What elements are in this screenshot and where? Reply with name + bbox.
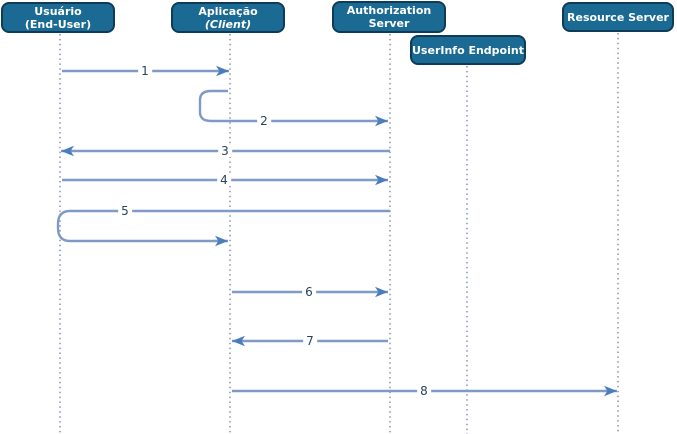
message-label-7: 7: [303, 335, 317, 347]
message-label-8: 8: [417, 385, 431, 397]
message-label-3: 3: [218, 145, 232, 157]
message-label-2: 2: [257, 115, 271, 127]
actor-resource-server-name: Resource Server: [567, 10, 669, 24]
message-arrow-5: [56, 209, 390, 247]
message-label-1: 1: [138, 65, 152, 77]
actor-aplicacao: Aplicação (Client): [171, 2, 285, 33]
actor-usuario-name: Usuário: [34, 4, 82, 18]
actor-aplicacao-subtitle: (Client): [204, 17, 252, 31]
actor-usuario-subtitle: (End-User): [24, 17, 92, 31]
message-arrow-2: [198, 89, 388, 127]
actor-authorization-server: Authorization Server: [332, 1, 446, 33]
actor-userinfo-endpoint: UserInfo Endpoint: [410, 35, 526, 65]
actor-usuario: Usuário (End-User): [1, 2, 115, 33]
actor-userinfo-endpoint-name: UserInfo Endpoint: [412, 43, 524, 57]
message-label-5: 5: [118, 205, 132, 217]
actor-resource-server: Resource Server: [562, 2, 674, 32]
actor-authorization-server-name-line1: Authorization: [346, 4, 432, 17]
actor-aplicacao-name: Aplicação: [198, 4, 258, 18]
actor-authorization-server-name-line2: Server: [368, 17, 410, 30]
message-label-6: 6: [302, 286, 316, 298]
message-label-4: 4: [217, 174, 231, 186]
